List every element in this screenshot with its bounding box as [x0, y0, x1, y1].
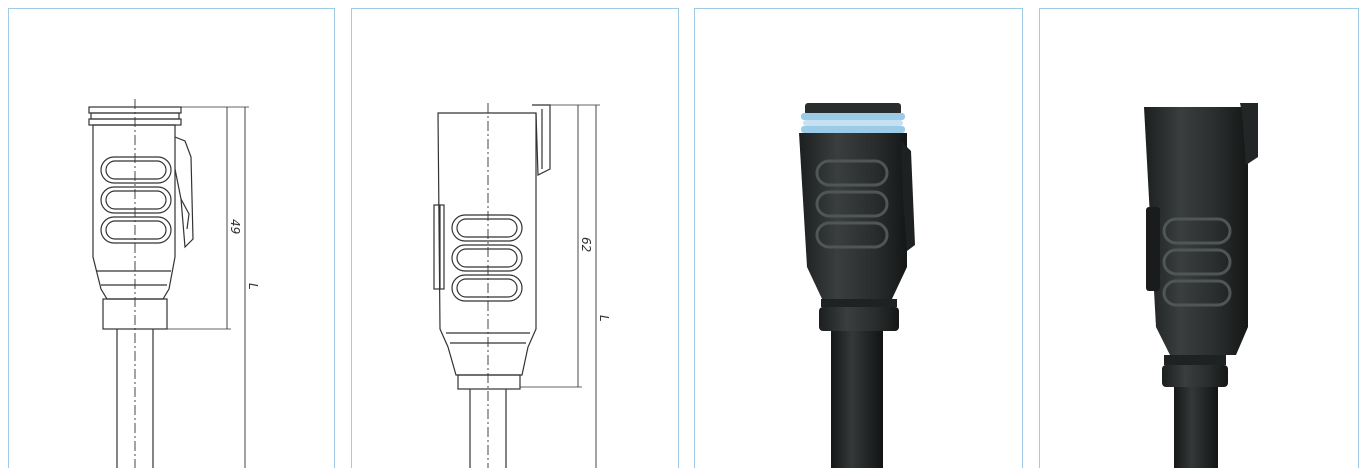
connector-body: [437, 112, 537, 376]
connector-body: [1144, 107, 1248, 355]
strain-relief: [1162, 365, 1228, 387]
latch-clip: [174, 136, 194, 249]
grip-oval: [100, 156, 172, 184]
strain-relief: [819, 307, 899, 331]
latch-clip: [532, 104, 551, 176]
locking-tab: [1146, 207, 1160, 291]
front-drawing-panel: 49 L: [8, 8, 335, 468]
connector-cap: [805, 103, 901, 115]
grip-oval: [815, 221, 889, 249]
grip-oval: [451, 214, 523, 242]
latch-clip: [1240, 103, 1258, 165]
side-drawing-panel: 62 L: [351, 8, 679, 468]
grip-oval: [100, 186, 172, 214]
locking-tab: [433, 204, 445, 290]
side-drawing: 62 L: [433, 103, 611, 468]
cable: [1174, 387, 1218, 468]
grip-oval: [1162, 248, 1232, 276]
side-photo: [1144, 103, 1258, 468]
grip-oval: [100, 216, 172, 244]
side-photo-panel: [1039, 8, 1359, 468]
grip-oval: [815, 159, 889, 187]
latch-clip: [901, 141, 915, 251]
grip-oval: [815, 190, 889, 218]
grip-oval: [1162, 217, 1232, 245]
grip-oval: [451, 274, 523, 302]
dimension-l-label: L: [246, 283, 260, 290]
seal-ring: [801, 113, 905, 120]
front-drawing: 49 L: [88, 99, 260, 468]
front-photo: [799, 103, 915, 468]
front-photo-panel: [694, 8, 1023, 468]
dimension-l-label: L: [597, 315, 611, 322]
dimension-62-label: 62: [579, 237, 593, 252]
grip-oval: [451, 244, 523, 272]
dimension-49-label: 49: [228, 219, 242, 234]
cable: [831, 331, 883, 468]
strain-relief: [457, 374, 521, 390]
grip-oval: [1162, 279, 1232, 307]
